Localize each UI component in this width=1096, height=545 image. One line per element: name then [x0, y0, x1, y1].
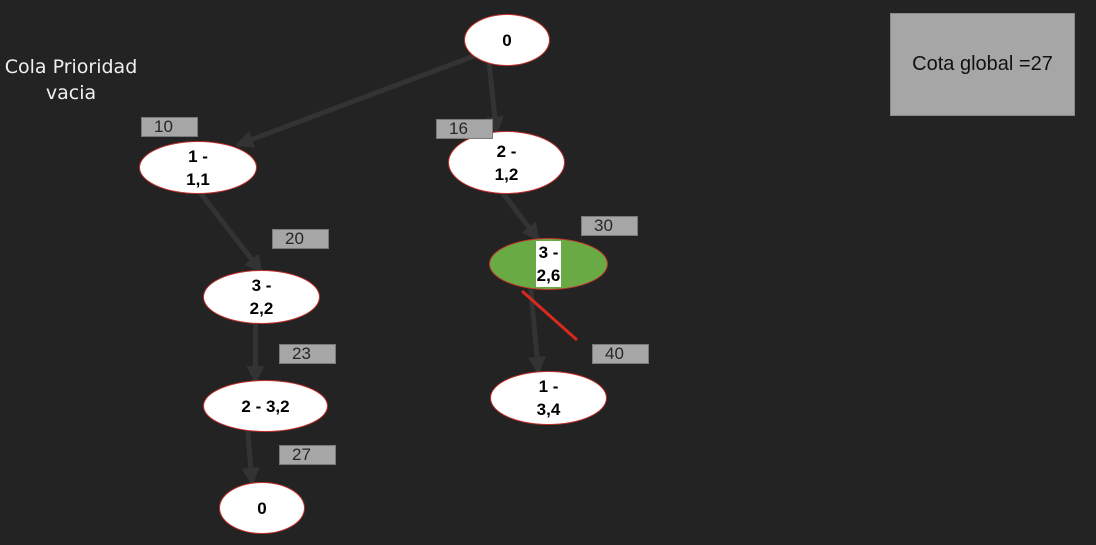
node-label: 0: [502, 30, 512, 50]
tree-node-3-2-6-selected[interactable]: 3 - 2,6: [489, 238, 608, 290]
node-label: 3 - 2,6: [535, 241, 562, 287]
node-label: 2 - 1,2: [494, 141, 519, 184]
cost-label: 30: [581, 216, 638, 236]
node-label: 1 - 1,1: [186, 146, 210, 189]
node-label: 3 - 2,2: [249, 276, 274, 318]
tree-node-1-3-4[interactable]: 1 - 3,4: [490, 371, 607, 425]
cost-label: 16: [436, 119, 493, 139]
global-bound-box: Cota global =27: [890, 13, 1075, 116]
edge-n1-to-n3: [196, 188, 264, 274]
cost-label: 23: [279, 344, 336, 364]
cost-label: 20: [272, 229, 329, 249]
node-label: 2 - 3,2: [241, 396, 290, 416]
edge-root-to-n1: [235, 53, 475, 148]
edge-n5-to-n7: [241, 427, 260, 486]
tree-node-3-2-2[interactable]: 3 - 2,2: [203, 270, 320, 324]
edge-root-to-n2: [485, 61, 504, 135]
tree-node-leaf-0[interactable]: 0: [219, 482, 305, 534]
tree-node-2-1-2[interactable]: 2 - 1,2: [448, 131, 565, 194]
tree-node-2-3-2[interactable]: 2 - 3,2: [203, 380, 328, 432]
node-label: 0: [257, 498, 267, 518]
tree-node-1-1-1[interactable]: 1 - 1,1: [139, 141, 257, 194]
cost-label: 27: [279, 445, 336, 465]
cost-label: 40: [592, 344, 649, 364]
edge-n2-to-n4: [498, 188, 541, 242]
node-label: 1 - 3,4: [536, 377, 561, 419]
cost-label: 10: [141, 117, 198, 137]
pruned-edge-mark: [521, 289, 578, 342]
priority-queue-label: Cola Prioridad vacia: [4, 56, 138, 104]
tree-node-root[interactable]: 0: [464, 14, 550, 66]
global-bound-label: Cota global =27: [912, 53, 1053, 75]
